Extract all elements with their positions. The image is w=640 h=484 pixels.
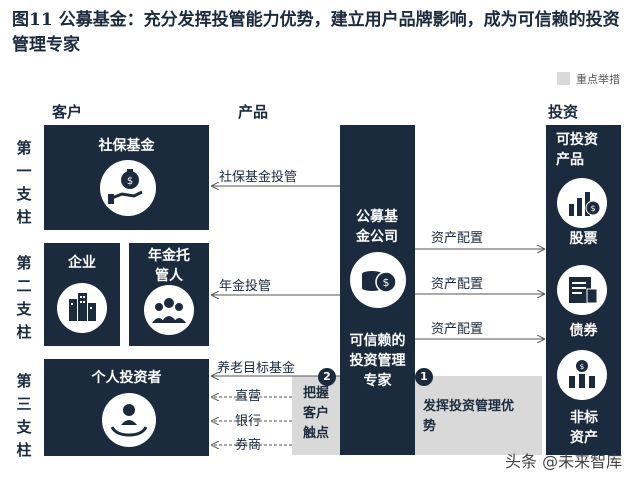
flow-pension-target-label: 养老目标基金 (217, 361, 296, 376)
stock-chart-icon: $ (557, 178, 607, 228)
stocks-label: 股票 (569, 231, 598, 247)
buildings-icon (57, 283, 107, 333)
pillar-first: 第一支柱 (16, 139, 32, 226)
annuity-custodian-label: 年金托管人 (148, 248, 190, 284)
fund-company-label: 公募基金公司 (356, 209, 398, 245)
flow-broker-label: 券商 (235, 438, 262, 453)
non-standard-label: 非标资产 (570, 410, 598, 446)
leverage-management-label: 发挥投资管理优势 (423, 399, 515, 434)
bonds-label: 债券 (569, 323, 598, 339)
bond-document-icon (557, 265, 607, 315)
money-bag-hand-icon: $ (100, 160, 156, 216)
flow-bank-label: 银行 (235, 414, 262, 429)
flow-social-custody-label: 社保基金投管 (219, 170, 298, 185)
flow-allocation-1-label: 资产配置 (431, 231, 484, 246)
header-product: 产品 (238, 103, 269, 121)
initiative-box-management (415, 376, 542, 455)
people-group-icon (144, 285, 194, 335)
investable-products-label: 可投资产品 (556, 132, 598, 168)
legend-label: 重点举措 (576, 73, 620, 86)
grasp-touchpoints-label: 把握客户触点 (302, 386, 329, 441)
social-security-label: 社保基金 (98, 138, 155, 154)
watermark-text: 头条 @未来智库 (505, 452, 623, 471)
initiative-box-touchpoints (292, 376, 340, 455)
figure-title: 图11 公募基金：充分发挥投管能力优势，建立用户品牌影响，成为可信赖的投资管理专… (12, 10, 620, 55)
trusted-expert-label: 可信赖的投资管理专家 (349, 333, 406, 389)
individual-investor-label: 个人投资者 (91, 370, 162, 386)
legend-swatch (557, 72, 570, 85)
coins-dollar-icon: $ (350, 252, 406, 308)
svg-text:$: $ (383, 276, 390, 289)
svg-text:$: $ (127, 176, 133, 187)
flow-annuity-custody-label: 年金投管 (219, 279, 272, 294)
pillar-third: 第三支柱 (16, 372, 32, 459)
pillar-second: 第二支柱 (16, 254, 32, 341)
person-hand-icon (102, 393, 156, 447)
flow-allocation-2-label: 资产配置 (431, 277, 484, 292)
enterprise-label: 企业 (68, 255, 96, 271)
coins-stack-icon: $ (557, 350, 607, 400)
header-client: 客户 (52, 103, 83, 121)
svg-text:$: $ (590, 204, 595, 213)
badge-2: 2 (318, 368, 336, 386)
header-investment: 投资 (548, 103, 579, 121)
flow-direct-label: 直营 (235, 389, 262, 404)
svg-text:$: $ (580, 363, 584, 371)
flow-allocation-3-label: 资产配置 (431, 322, 484, 337)
badge-1: 1 (415, 368, 433, 386)
